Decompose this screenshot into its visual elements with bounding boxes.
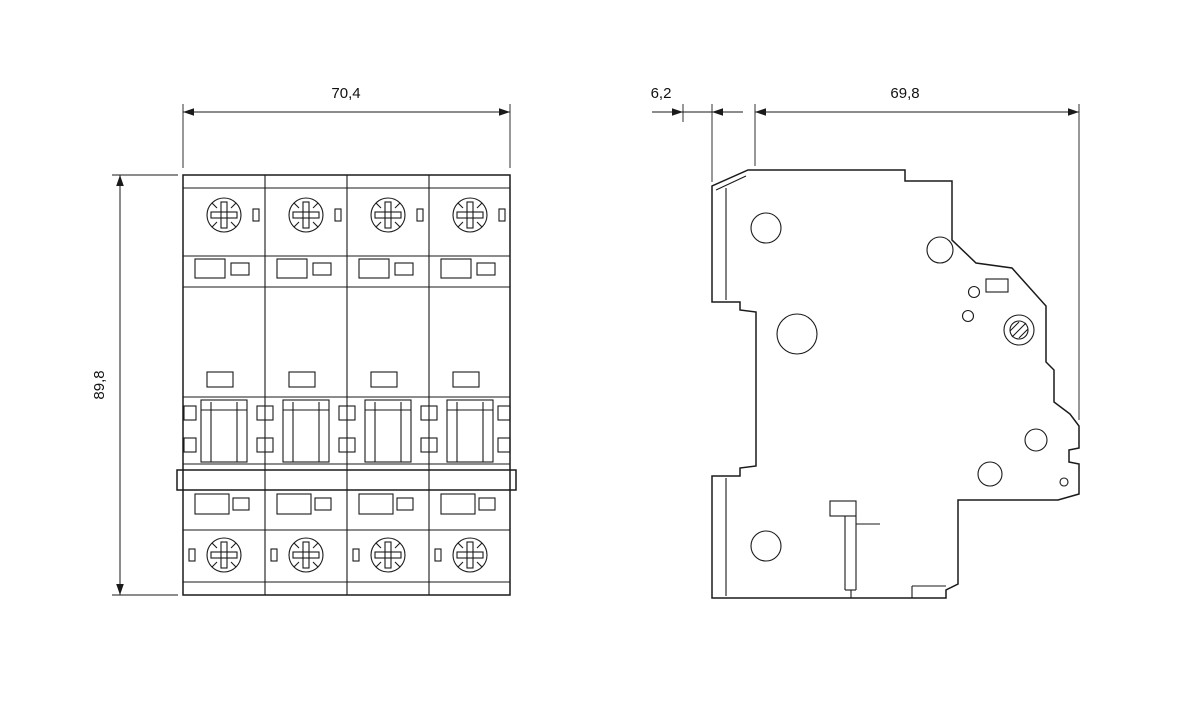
screw-head xyxy=(288,197,324,233)
dim-front-height: 89,8 xyxy=(91,174,178,596)
screw-head xyxy=(206,197,242,233)
screw-head xyxy=(452,537,488,573)
dim-label-front-width: 70,4 xyxy=(331,85,360,102)
dim-label-side-clip-depth: 6,2 xyxy=(651,85,672,102)
dim-side-clip-depth: 6,2 xyxy=(651,85,743,182)
adjustment-screw xyxy=(1003,314,1035,346)
screw-head xyxy=(452,197,488,233)
dim-side-body-depth: 69,8 xyxy=(754,85,1080,420)
side-view xyxy=(711,169,1080,599)
screw-head xyxy=(370,197,406,233)
din-rail-latch xyxy=(829,500,880,598)
screw-head xyxy=(206,537,242,573)
screw-head xyxy=(288,537,324,573)
dim-label-front-height: 89,8 xyxy=(91,370,108,399)
screw-head xyxy=(370,537,406,573)
front-view xyxy=(176,174,517,596)
dim-label-side-body-depth: 69,8 xyxy=(890,85,919,102)
dim-front-width: 70,4 xyxy=(182,85,511,168)
